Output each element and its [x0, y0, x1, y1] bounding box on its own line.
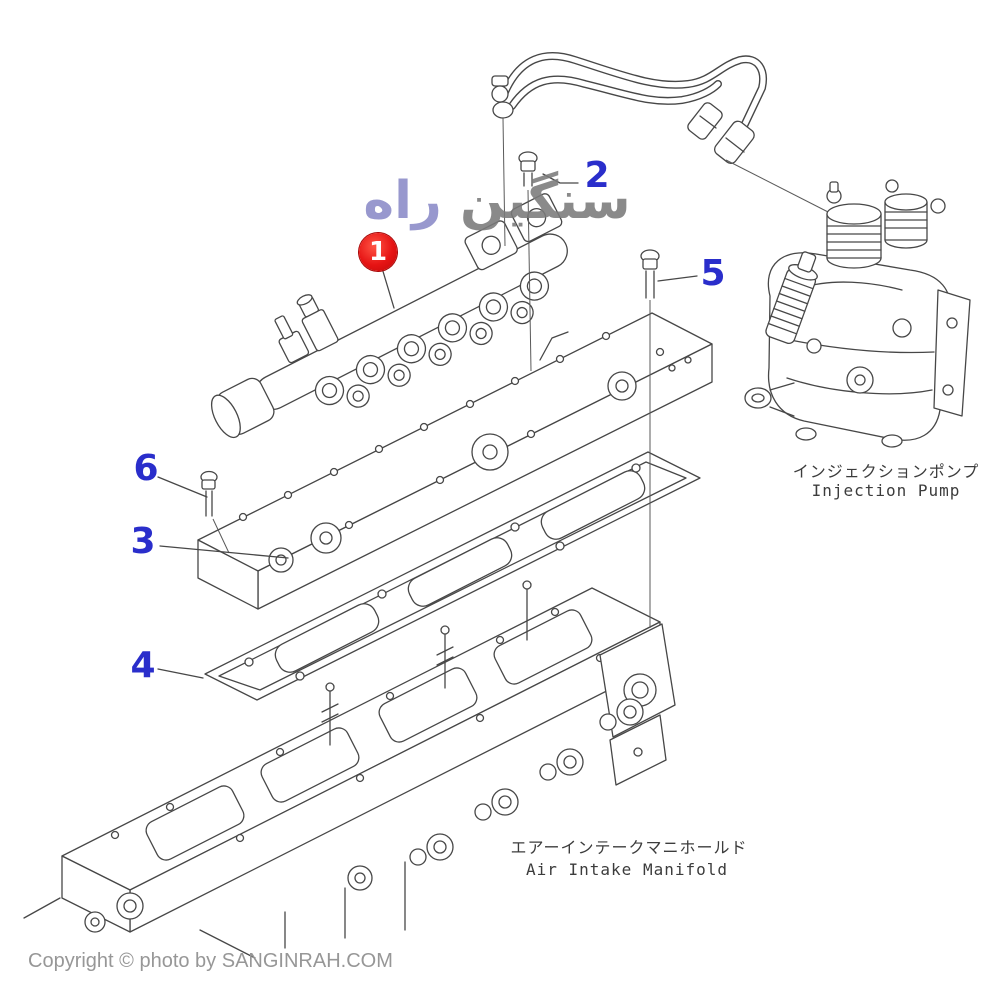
fuel-rail-drawing: [210, 193, 568, 439]
mounting-plate-drawing: [197, 312, 713, 610]
watermark-word-gray: سنگین: [459, 171, 631, 231]
injection-pump-caption-jp: インジェクションポンプ: [793, 462, 980, 481]
bolt-6-drawing: [200, 470, 230, 554]
gasket-drawing: [204, 451, 701, 701]
callout-1: 1: [359, 233, 397, 271]
air-intake-caption-jp: エアーインテークマニホールド: [510, 838, 747, 857]
air-intake-caption-en: Air Intake Manifold: [526, 860, 728, 879]
callout-5: 5: [700, 253, 726, 294]
bolt-5-drawing: [640, 249, 660, 628]
watermark: سنگین راه: [363, 171, 630, 231]
watermark-word-purple: راه: [363, 171, 442, 231]
bolt-2-drawing: [518, 151, 538, 372]
air-intake-manifold-drawing: [23, 580, 676, 959]
callout-6: 6: [133, 448, 159, 489]
callout-2: 2: [584, 155, 610, 196]
copyright-text: Copyright © photo by SANGINRAH.COM: [28, 950, 393, 972]
fuel-tubes-drawing: [491, 52, 833, 215]
callout-3: 3: [130, 521, 156, 562]
injection-pump-caption-en: Injection Pump: [812, 481, 961, 500]
injection-pump-drawing: [744, 179, 971, 448]
leader-lines: [157, 117, 698, 679]
callout-4: 4: [130, 645, 156, 686]
